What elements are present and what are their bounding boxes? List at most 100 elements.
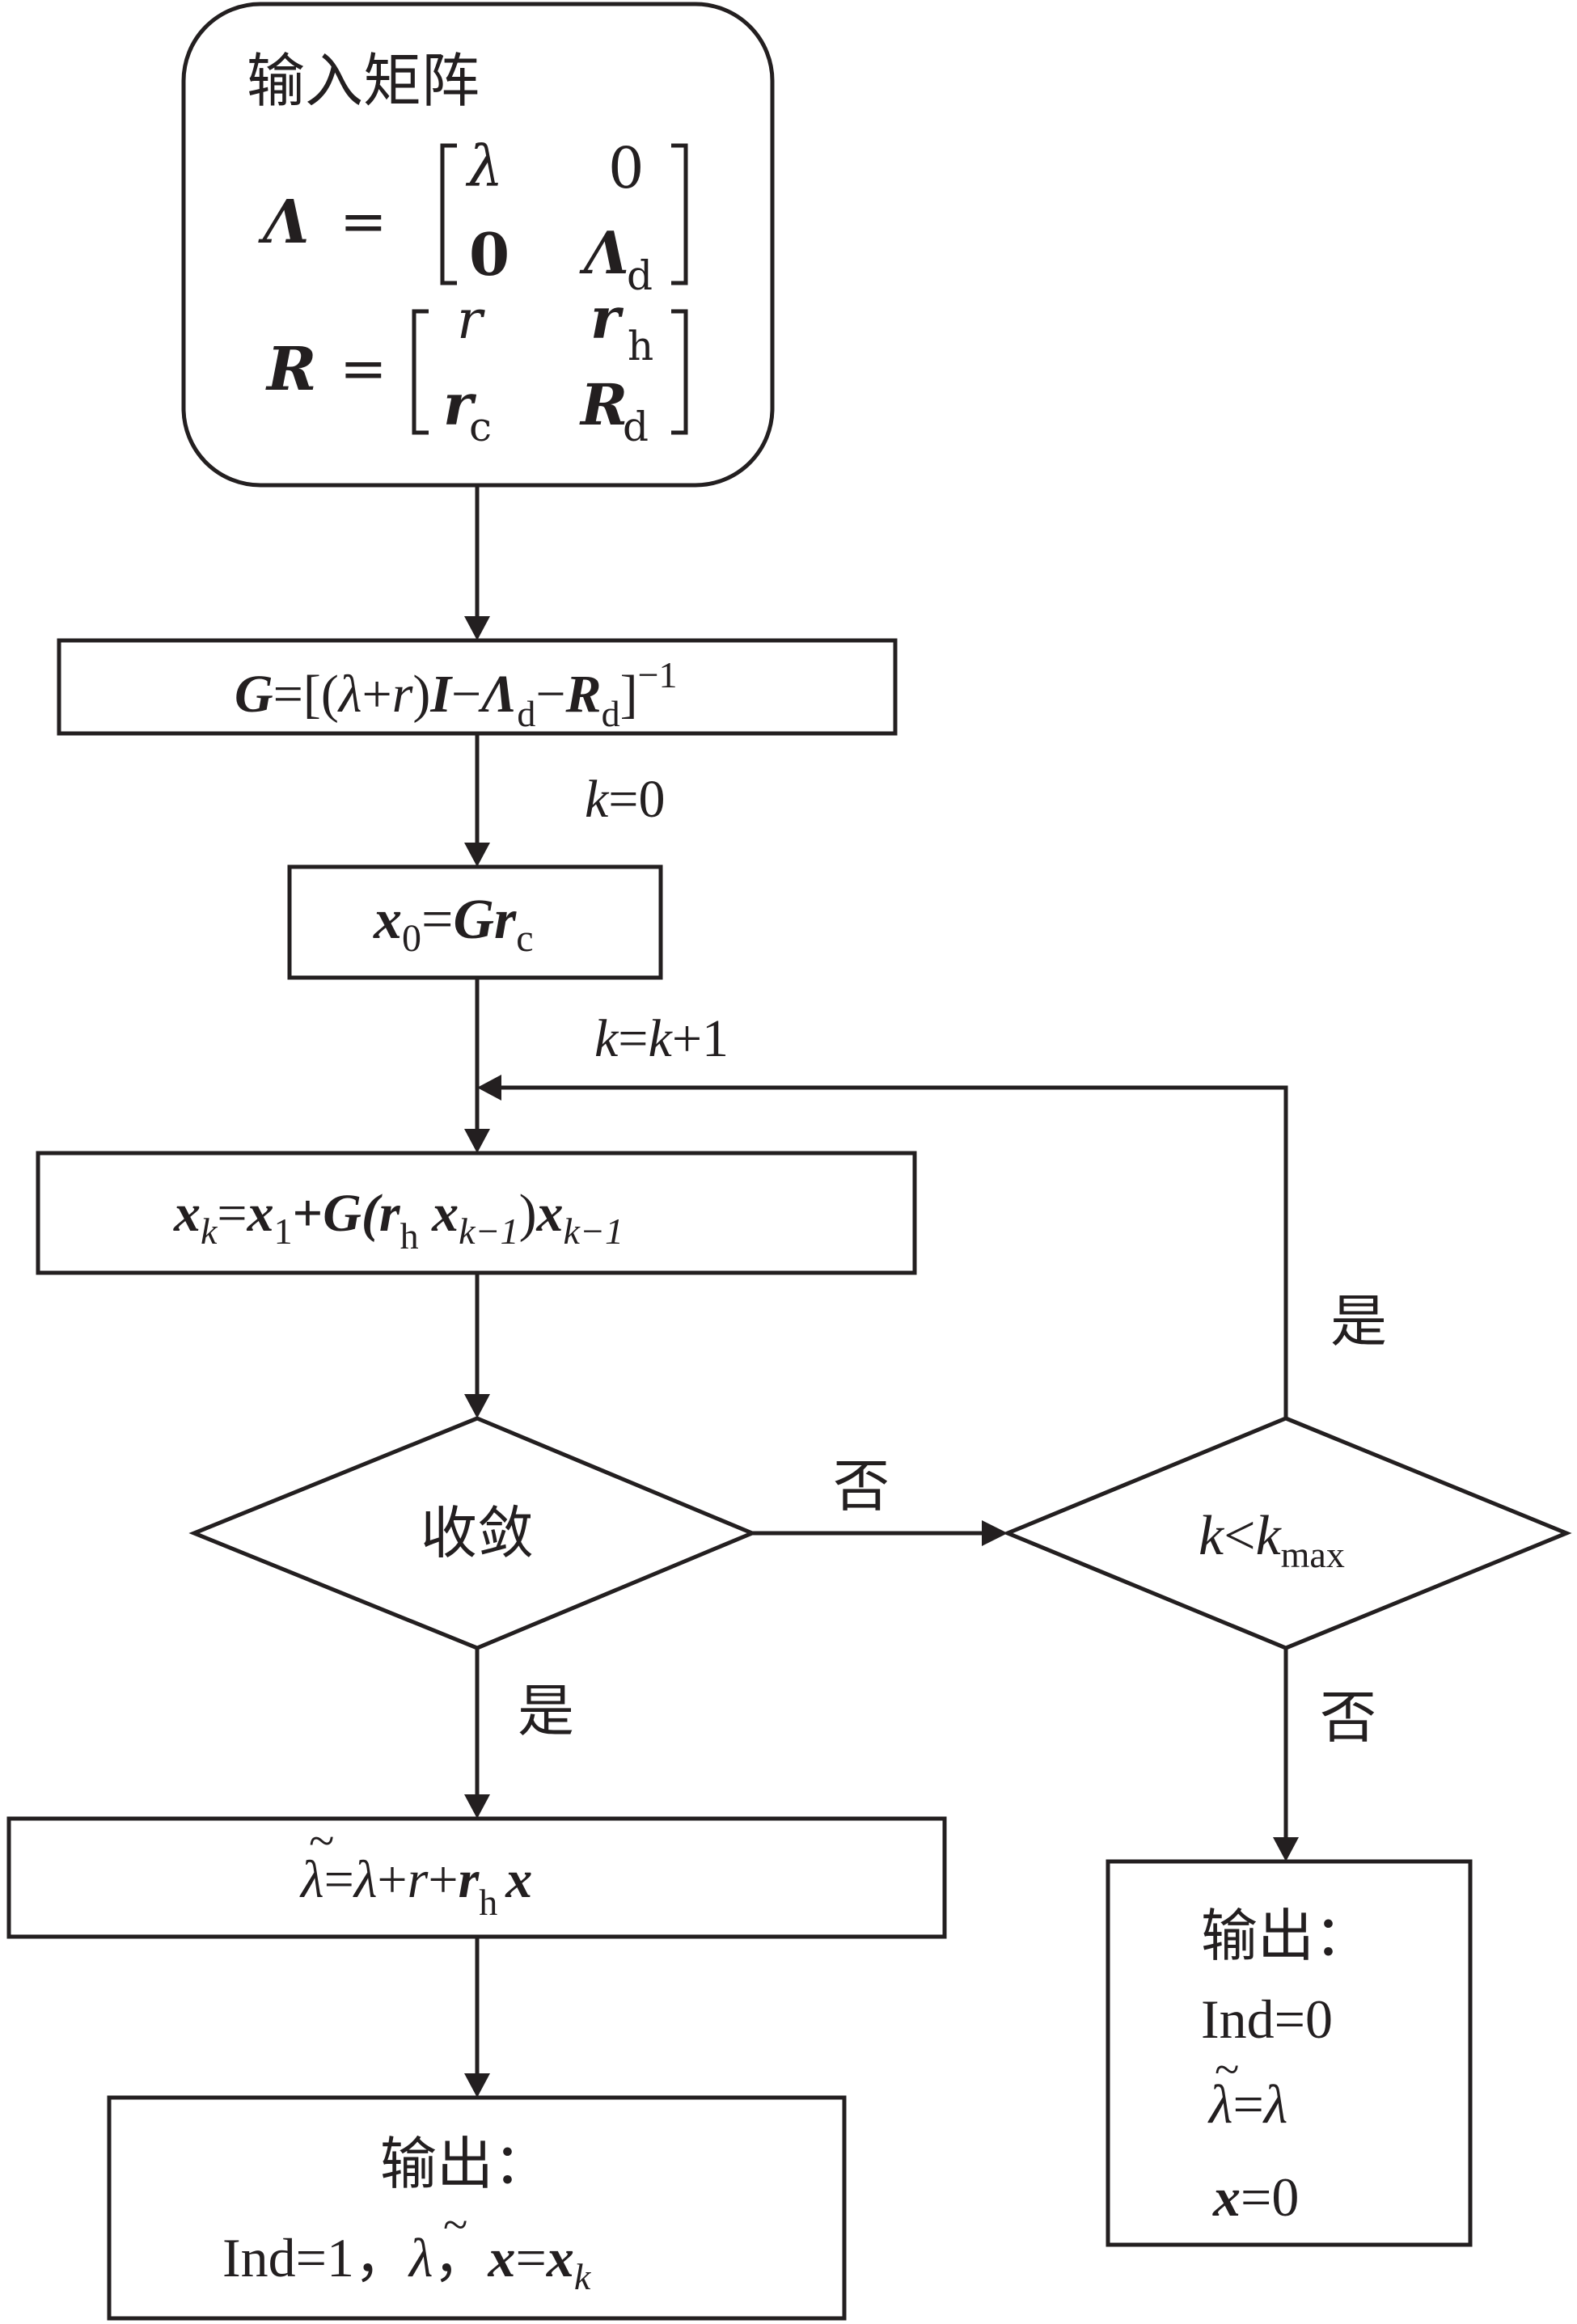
arrowhead — [982, 1520, 1008, 1546]
x0-c: c — [516, 917, 533, 960]
output-success-lambda: λ — [408, 2227, 433, 2288]
arrowhead — [464, 2073, 490, 2098]
x0-x: x — [373, 889, 402, 951]
output-fail-lam: λ — [1207, 2073, 1232, 2135]
lambda-step-h: h — [479, 1882, 497, 1923]
output-success-sep: ， — [433, 2227, 488, 2288]
xk-g: G(r — [323, 1184, 401, 1243]
g-lambda-d: Λ — [478, 665, 517, 724]
lambda-matrix-a12: 0 — [608, 135, 645, 201]
g-exponent: −1 — [638, 654, 678, 695]
r-matrix-lhs: R — [265, 335, 317, 404]
g-r: r — [392, 665, 413, 724]
lambda-matrix-lhs: Λ — [258, 188, 309, 257]
g-eq: =[( — [273, 665, 339, 724]
r-matrix-a12-sub: h — [628, 323, 653, 370]
lambda-matrix-right-bracket — [671, 143, 688, 285]
r-matrix-a11: r — [457, 289, 485, 351]
xk-eq: = — [217, 1184, 247, 1243]
r-matrix-eq: = — [340, 336, 387, 402]
xk-x1: x — [247, 1184, 274, 1243]
lambda-step-lam: λ — [299, 1850, 324, 1909]
xk-sub: k — [201, 1211, 218, 1252]
output-fail-ind: Ind=0 — [1201, 1988, 1333, 2050]
lambda-matrix-left-bracket — [440, 143, 457, 285]
r-matrix-a22-sub: d — [623, 404, 649, 450]
k-zero-k: k — [585, 770, 610, 829]
lambda-matrix-a11: λ — [465, 133, 503, 200]
output-success-ind: Ind=1， — [222, 2227, 409, 2288]
g-r-d: R — [565, 665, 602, 724]
output-success-line: Ind=1，λ，x=xk — [222, 2227, 592, 2297]
lambda-tilde: ~ — [309, 1815, 334, 1867]
output-fail-lambda-line: λ=λ — [1207, 2073, 1287, 2135]
start-title: 输入矩阵 — [247, 47, 480, 115]
g-plus: + — [361, 665, 391, 724]
output-fail: 输出： Ind=0 ~ λ=λ x=0 — [1106, 1859, 1473, 2247]
output-fail-x: x — [1212, 2166, 1241, 2228]
process-xk-formula: xk=x1+G(rh xk−1)xk−1 — [173, 1184, 624, 1257]
xk-x: x — [173, 1184, 201, 1243]
output-fail-lam2: λ — [1262, 2073, 1287, 2135]
g-minus-1: − — [451, 665, 481, 724]
process-xk-frame — [36, 1151, 917, 1275]
lambda-matrix-a22-sub: d — [627, 252, 653, 299]
label-yes-down: 是 — [518, 1678, 574, 1744]
process-x0-formula: x0=Grc — [373, 889, 534, 960]
arrowhead — [464, 843, 490, 867]
lambda-matrix-eq: = — [340, 188, 387, 255]
lambda-matrix-a21: 0 — [469, 220, 509, 289]
k-inc-rest: +1 — [672, 1009, 729, 1068]
decision-kmax-frame — [1002, 1416, 1572, 1650]
k-zero-rest: =0 — [608, 770, 665, 829]
xk-xk1: x — [431, 1184, 459, 1243]
output-fail-x-line: x=0 — [1212, 2166, 1299, 2228]
output-success-title: 输出： — [380, 2131, 550, 2197]
arrowhead — [464, 1794, 490, 1819]
decision-kmax-label: k<kmax — [1199, 1505, 1345, 1575]
x0-sub: 0 — [402, 917, 421, 960]
r-matrix-right-bracket — [671, 309, 688, 435]
output-success-tilde: ~ — [443, 2200, 467, 2250]
g-close: ) — [412, 665, 430, 724]
xk-plus: + — [293, 1184, 323, 1243]
g-minus-2: − — [535, 665, 565, 724]
output-success-eq: = — [515, 2227, 546, 2288]
r-matrix: R = r r h r c R d — [265, 285, 688, 450]
xk-x1-sub: 1 — [274, 1211, 293, 1252]
connector-loop-back — [495, 1085, 1288, 1418]
lambda-step-r: r — [408, 1850, 429, 1909]
g-identity: I — [429, 665, 453, 724]
k-inc-eq: = — [618, 1009, 648, 1068]
r-matrix-a22: R — [579, 371, 628, 438]
kmax-k2: k — [1256, 1505, 1283, 1567]
process-x0: x0=Grc — [287, 864, 663, 980]
output-success: 输出： ~ Ind=1，λ，x=xk — [107, 2095, 847, 2321]
k-inc-k1: k — [594, 1009, 619, 1068]
g-lambda: λ — [337, 665, 362, 724]
output-fail-tilde: ~ — [1215, 2045, 1239, 2095]
output-success-x: x — [487, 2227, 515, 2288]
process-g-formula: G=[(λ+r)I−Λd−Rd]−1 — [235, 654, 678, 734]
output-fail-title: 输出： — [1201, 1903, 1371, 1969]
g-r-d-sub: d — [602, 693, 620, 734]
label-no-down: 否 — [1320, 1684, 1376, 1751]
arrowhead — [464, 1394, 490, 1418]
xk-xk1-sub: k−1 — [459, 1211, 518, 1252]
output-success-k: k — [574, 2256, 592, 2297]
r-matrix-a12: r — [590, 285, 624, 352]
label-no-right: 否 — [833, 1453, 890, 1519]
r-matrix-left-bracket — [412, 309, 429, 435]
lambda-step-x: x — [505, 1850, 532, 1909]
x0-eq: = — [421, 889, 453, 951]
arrowhead — [477, 1075, 501, 1101]
arrowhead — [464, 616, 490, 640]
arrowhead — [464, 1129, 490, 1153]
lambda-step-rh: r — [459, 1850, 480, 1909]
kmax-k: k — [1199, 1505, 1225, 1567]
g-symbol: G — [235, 665, 273, 724]
kmax-sub: max — [1281, 1534, 1345, 1575]
